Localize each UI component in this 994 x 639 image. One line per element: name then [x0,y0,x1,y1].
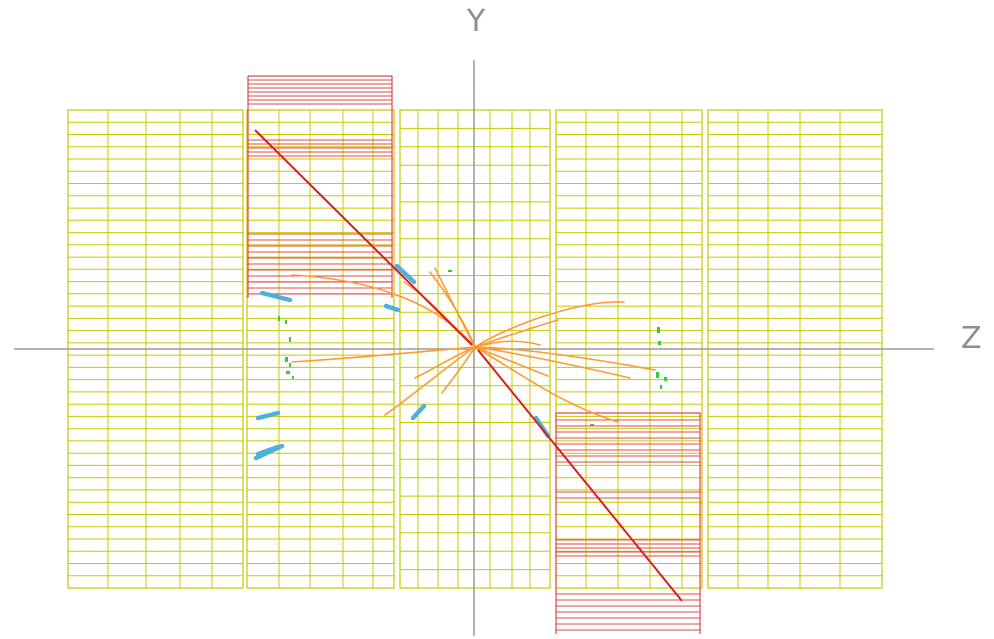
particle-track-3 [384,346,476,416]
particle-track-9 [474,301,625,348]
detector-hit-9 [657,327,660,333]
detector-hit-5 [289,363,291,367]
track-segment-4 [255,444,281,457]
axes: Y Z [14,4,982,636]
calorimeter-module-left-inner-rows [247,121,394,577]
muon-chamber-upper-top-strips [248,79,392,105]
muon-track-lower [477,349,683,602]
calorimeter-module-left-outer-rows [68,121,243,577]
detector-hit-7 [292,376,294,379]
detector-hit-13 [660,385,662,389]
detector-hit-12 [664,377,667,381]
calorimeter-module-central-rows [400,127,550,571]
particle-track-11 [474,346,656,371]
muon-chamber-lower-top-strips [556,419,700,463]
z-axis-label: Z [961,321,982,356]
particle-track-8 [434,267,476,348]
track-segment-2 [255,410,281,421]
muon-chamber-upper [247,75,393,298]
track-segments [253,263,551,461]
detector-hit-1 [278,316,280,321]
particle-track-12 [474,346,619,423]
detector-hits [278,270,667,426]
muon-chamber-lower-bottom-strips [556,593,700,631]
detector-hit-10 [658,341,661,345]
calorimeter-module-right-outer-rows [708,121,882,577]
particle-track-15 [474,319,559,348]
muon-chamber-lower-frame [555,412,701,634]
detector-hit-8 [448,270,452,272]
detector-hit-14 [590,424,594,426]
track-segment-5 [394,263,417,285]
muon-chamber-lower [555,412,701,634]
particle-track-7 [414,346,476,379]
particle-track-5 [441,346,476,394]
y-axis-label: Y [466,4,486,39]
particle-track-1 [291,274,476,348]
muon-track-upper [254,129,473,346]
detector-hit-2 [285,320,287,324]
muon-tracks [254,129,683,602]
muon-chamber-upper-mid-strips [248,139,392,157]
muon-chamber-upper-frame [247,75,393,298]
muon-chambers [247,75,701,634]
muon-chamber-lower-mid-strips [556,491,700,499]
muon-chamber-upper-bottom-strips [248,233,392,295]
detector-hit-6 [286,371,290,374]
track-segment-1 [259,290,293,303]
detector-hit-11 [656,372,659,378]
calorimeter-module-right-inner-rows [556,121,702,577]
detector-hit-4 [285,357,288,362]
track-segment-7 [410,403,427,421]
particle-track-10 [474,346,631,379]
detector-hit-3 [289,337,291,342]
particle-track-2 [291,346,476,363]
particle-track-13 [474,346,549,377]
muon-chamber-lower-low-strips [556,539,700,557]
track-segment-6 [383,303,401,313]
